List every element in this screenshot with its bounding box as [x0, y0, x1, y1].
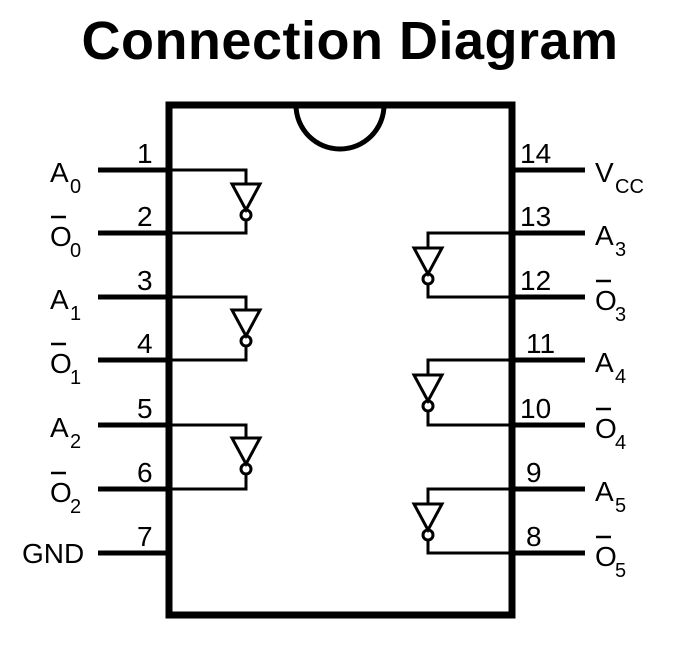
- inverter-triangle: [229, 308, 263, 340]
- svg-text:3: 3: [615, 239, 626, 261]
- svg-text:4: 4: [615, 366, 626, 388]
- svg-text:O: O: [50, 348, 72, 379]
- pin-4: 4 O 1: [50, 328, 169, 389]
- pin-11: 11 A 4: [512, 328, 626, 388]
- pin-14: 14 V CC: [512, 138, 644, 198]
- pin-label: A 1: [50, 284, 81, 325]
- pin-number: 9: [526, 457, 542, 488]
- pin-number: 13: [520, 201, 551, 232]
- svg-text:O: O: [595, 541, 617, 572]
- svg-text:5: 5: [615, 495, 626, 517]
- inverter-triangle: [411, 246, 445, 278]
- pin-label: O 1: [50, 342, 81, 389]
- inverter-bubble: [239, 334, 253, 348]
- svg-text:0: 0: [70, 176, 81, 198]
- svg-text:V: V: [595, 157, 614, 188]
- pin-label: A 2: [50, 412, 81, 453]
- pin-number: 14: [520, 138, 551, 169]
- svg-text:A: A: [50, 284, 69, 315]
- svg-text:4: 4: [615, 432, 626, 454]
- svg-text:A: A: [50, 157, 69, 188]
- pin-7: 7 GND: [22, 521, 169, 569]
- pin-number: 1: [137, 138, 153, 169]
- pin-9: 9 A 5: [512, 457, 626, 517]
- pin-number: 4: [137, 328, 153, 359]
- inverter-gate-2: [169, 295, 263, 362]
- pin-label: A 0: [50, 157, 81, 198]
- pin-8: 8 O 5: [512, 521, 626, 582]
- pin-label: O 0: [50, 215, 81, 262]
- package-notch: [293, 104, 387, 152]
- svg-text:3: 3: [615, 304, 626, 326]
- pin-label: V CC: [595, 157, 644, 198]
- inverter-gate-4: [411, 231, 512, 299]
- pin-label: A 5: [595, 476, 626, 517]
- svg-text:5: 5: [615, 560, 626, 582]
- pin-label: O 2: [50, 471, 81, 518]
- inverter-triangle: [229, 436, 263, 468]
- pin-12: 12 O 3: [512, 265, 626, 326]
- pin-2: 2 O 0: [50, 201, 169, 262]
- svg-text:0: 0: [70, 240, 81, 262]
- svg-text:A: A: [595, 220, 614, 251]
- inverter-bubble: [239, 462, 253, 476]
- pin-3: 3 A 1: [50, 265, 169, 325]
- pin-6: 6 O 2: [50, 457, 169, 518]
- inverter-triangle: [411, 373, 445, 405]
- pin-label: O 5: [595, 535, 626, 582]
- pin-label: A 4: [595, 347, 626, 388]
- diagram-title: Connection Diagram: [81, 11, 619, 71]
- pin-label: O 3: [595, 279, 626, 326]
- pin-label: O 4: [595, 407, 626, 454]
- svg-text:O: O: [50, 477, 72, 508]
- inverter-bubble: [239, 208, 253, 222]
- inverter-gate-3: [169, 423, 263, 491]
- inverter-triangle: [411, 502, 445, 534]
- svg-text:1: 1: [70, 367, 81, 389]
- pin-number: 5: [137, 393, 153, 424]
- svg-text:A: A: [595, 476, 614, 507]
- svg-text:O: O: [595, 413, 617, 444]
- pin-label: GND: [22, 538, 84, 569]
- svg-text:2: 2: [70, 496, 81, 518]
- inverter-gate-6: [411, 487, 512, 555]
- svg-text:A: A: [50, 412, 69, 443]
- pin-number: 11: [526, 328, 555, 359]
- svg-text:2: 2: [70, 431, 81, 453]
- svg-text:CC: CC: [615, 176, 644, 198]
- inverter-bubble: [421, 528, 435, 542]
- pin-number: 2: [137, 201, 153, 232]
- pin-number: 3: [137, 265, 153, 296]
- inverter-gate-5: [411, 358, 512, 427]
- pin-1: 1 A 0: [50, 138, 169, 198]
- pin-number: 8: [526, 521, 542, 552]
- pin-10: 10 O 4: [512, 393, 626, 454]
- pin-number: 6: [137, 457, 153, 488]
- inverter-triangle: [229, 182, 263, 214]
- pin-label: A 3: [595, 220, 626, 261]
- svg-text:O: O: [595, 285, 617, 316]
- pin-number: 12: [520, 265, 551, 296]
- inverter-gate-1: [169, 168, 263, 235]
- pin-number: 7: [137, 521, 153, 552]
- pin-13: 13 A 3: [512, 201, 626, 261]
- svg-text:A: A: [595, 347, 614, 378]
- pin-5: 5 A 2: [50, 393, 169, 453]
- inverter-bubble: [421, 272, 435, 286]
- inverter-bubble: [421, 399, 435, 413]
- pin-number: 10: [520, 393, 551, 424]
- svg-text:O: O: [50, 221, 72, 252]
- svg-text:1: 1: [70, 303, 81, 325]
